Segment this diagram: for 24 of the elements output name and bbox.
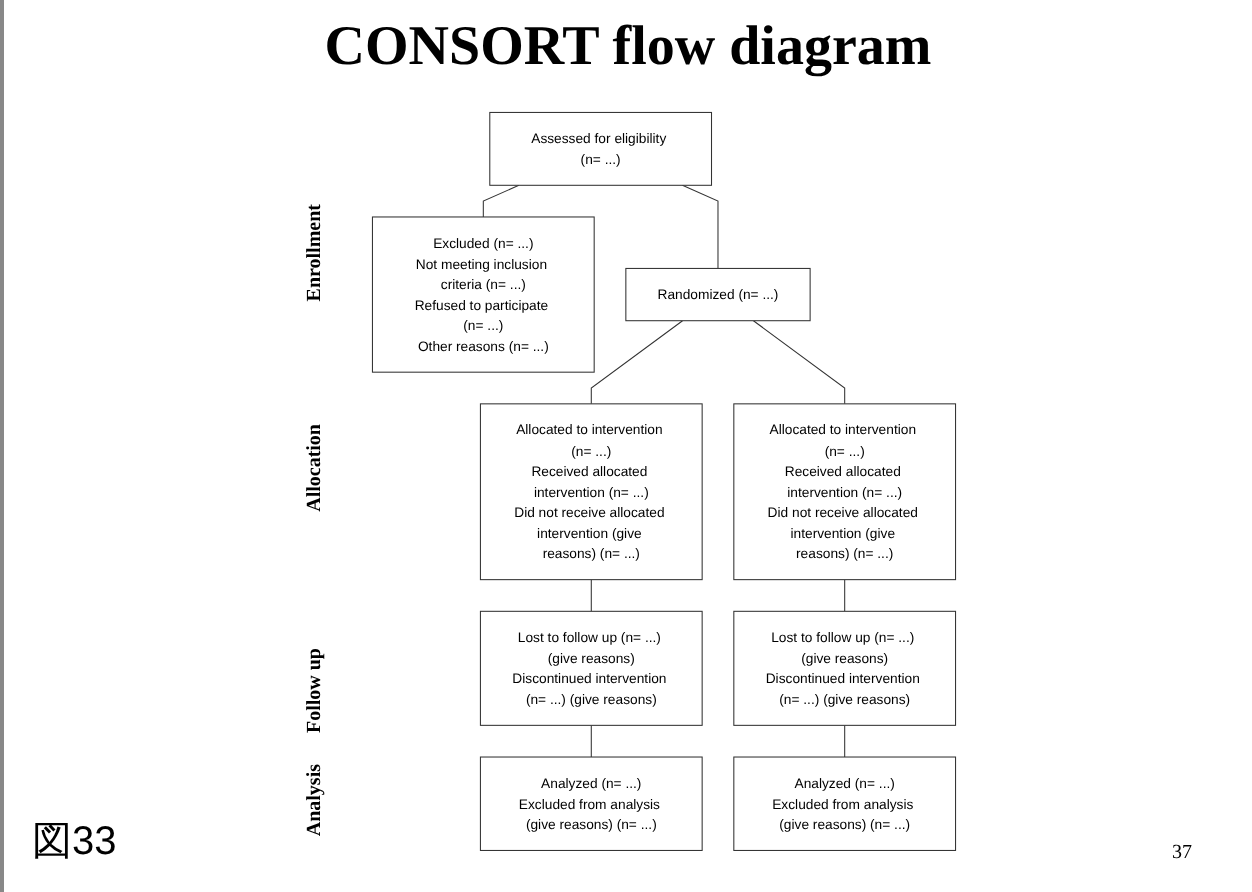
connector bbox=[590, 724, 592, 758]
page-number: 37 bbox=[1172, 842, 1192, 864]
node-box bbox=[733, 610, 957, 726]
connector bbox=[752, 320, 846, 405]
diagram-title: CONSORT flow diagram bbox=[322, 16, 934, 80]
node-box bbox=[625, 267, 811, 322]
connector bbox=[844, 724, 846, 758]
node-box bbox=[733, 403, 957, 581]
phase-label: Follow up bbox=[304, 648, 326, 734]
connector bbox=[482, 184, 520, 218]
connector bbox=[681, 184, 719, 269]
connector bbox=[590, 320, 684, 405]
connector bbox=[590, 579, 592, 612]
node-box bbox=[479, 403, 703, 581]
node-box bbox=[733, 756, 957, 851]
phase-label: Analysis bbox=[304, 764, 326, 837]
node-box bbox=[479, 610, 703, 726]
phase-label: Enrollment bbox=[304, 204, 326, 302]
connector bbox=[844, 579, 846, 612]
figure-caption: 図33 bbox=[32, 818, 117, 868]
phase-label: Allocation bbox=[304, 424, 326, 512]
node-box bbox=[479, 756, 703, 851]
node-box bbox=[489, 111, 713, 186]
node-box bbox=[371, 216, 595, 373]
